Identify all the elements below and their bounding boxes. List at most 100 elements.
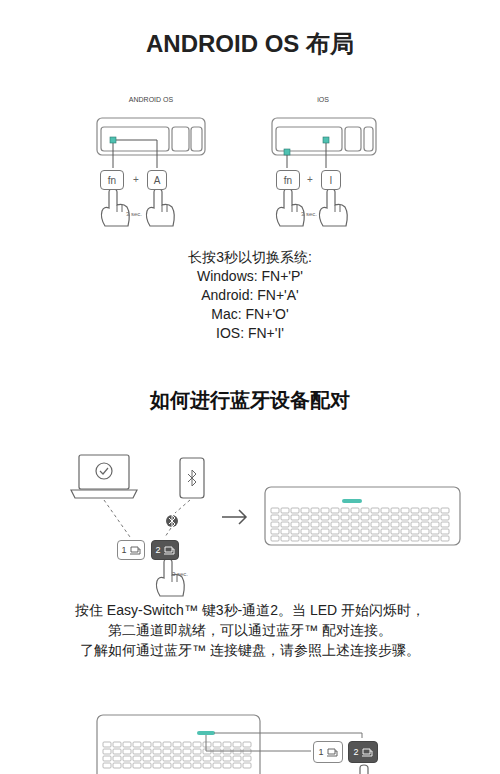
key: [441, 522, 449, 527]
key: [371, 515, 379, 520]
key: [371, 508, 379, 513]
key: [113, 756, 121, 761]
label-text: +: [307, 174, 313, 186]
key: [291, 515, 299, 520]
key: [401, 536, 409, 541]
key-grid: [103, 742, 251, 768]
key: [441, 536, 449, 541]
label-text: 了解如何通过蓝牙™ 连接键盘，请参照上述连接步骤。: [80, 642, 420, 659]
key: [321, 536, 329, 541]
key: [411, 508, 419, 513]
key: [281, 536, 289, 541]
key: [113, 749, 121, 754]
key: [193, 763, 201, 768]
label-text: Android: FN+'A': [201, 287, 299, 304]
key: [341, 536, 349, 541]
label-text: Mac: FN+'O': [211, 306, 288, 323]
keyboard-ios: [272, 118, 376, 155]
section-heading: 如何进行蓝牙设备配对: [150, 388, 350, 412]
key: [341, 522, 349, 527]
key: [421, 536, 429, 541]
key-grid: [271, 508, 449, 541]
led: [342, 499, 362, 503]
key: [351, 522, 359, 527]
key: [271, 529, 279, 534]
label-text: 长按3秒以切换系统:: [188, 249, 312, 266]
key: [321, 515, 329, 520]
key: [113, 742, 121, 747]
key: [301, 508, 309, 513]
pairing-links: [104, 500, 190, 537]
label-text: 第二通道即就绪，可以通过蓝牙™ 配对连接。: [108, 622, 392, 639]
key: [173, 742, 181, 747]
key: [113, 763, 121, 768]
channel-button: 2: [348, 741, 378, 763]
key: [431, 529, 439, 534]
key: [163, 749, 171, 754]
key-cap: fn: [100, 170, 124, 190]
key: [311, 508, 319, 513]
key: [301, 515, 309, 520]
key: [133, 763, 141, 768]
laptop: [71, 455, 137, 498]
key: [133, 749, 141, 754]
key: [401, 529, 409, 534]
key: [341, 515, 349, 520]
key: [183, 756, 191, 761]
key: [281, 529, 289, 534]
key: [341, 529, 349, 534]
label-text: Windows: FN+'P': [197, 268, 303, 285]
key: [331, 529, 339, 534]
key: [331, 522, 339, 527]
key: [133, 756, 141, 761]
key: [243, 742, 251, 747]
label-text: IOS: FN+'I': [216, 325, 284, 342]
key: [271, 515, 279, 520]
key: [361, 508, 369, 513]
label-text: 3 sec.: [172, 571, 188, 578]
hand: [156, 559, 184, 596]
key: [391, 522, 399, 527]
arrow: [222, 510, 246, 524]
device-icon: [327, 748, 338, 757]
key: [193, 756, 201, 761]
key: [421, 508, 429, 513]
label-text: 3 sec.: [301, 211, 317, 218]
key: [233, 763, 241, 768]
key: [213, 763, 221, 768]
label-text: ANDROID OS: [129, 96, 173, 104]
key: [233, 756, 241, 761]
key: [301, 536, 309, 541]
leader-lines: [113, 140, 326, 168]
key: [103, 756, 111, 761]
key: [301, 522, 309, 527]
key: [271, 508, 279, 513]
key: [123, 742, 131, 747]
key-markers: [110, 137, 329, 155]
key: [163, 742, 171, 747]
key: [143, 763, 151, 768]
key: [243, 763, 251, 768]
key: [203, 742, 211, 747]
device-icon: [130, 546, 141, 555]
key: [361, 529, 369, 534]
key: [143, 742, 151, 747]
keyboard-middle: [265, 487, 460, 545]
key: [331, 515, 339, 520]
key: [351, 508, 359, 513]
node-text: 2: [353, 747, 358, 757]
key: [371, 522, 379, 527]
key: [223, 742, 231, 747]
key: [421, 515, 429, 520]
key: [133, 742, 141, 747]
key: [351, 515, 359, 520]
led: [197, 731, 215, 735]
key: [123, 763, 131, 768]
key: [271, 522, 279, 527]
key: [143, 749, 151, 754]
key: [401, 508, 409, 513]
key: [361, 515, 369, 520]
key: [311, 522, 319, 527]
key: [421, 522, 429, 527]
key: [203, 756, 211, 761]
